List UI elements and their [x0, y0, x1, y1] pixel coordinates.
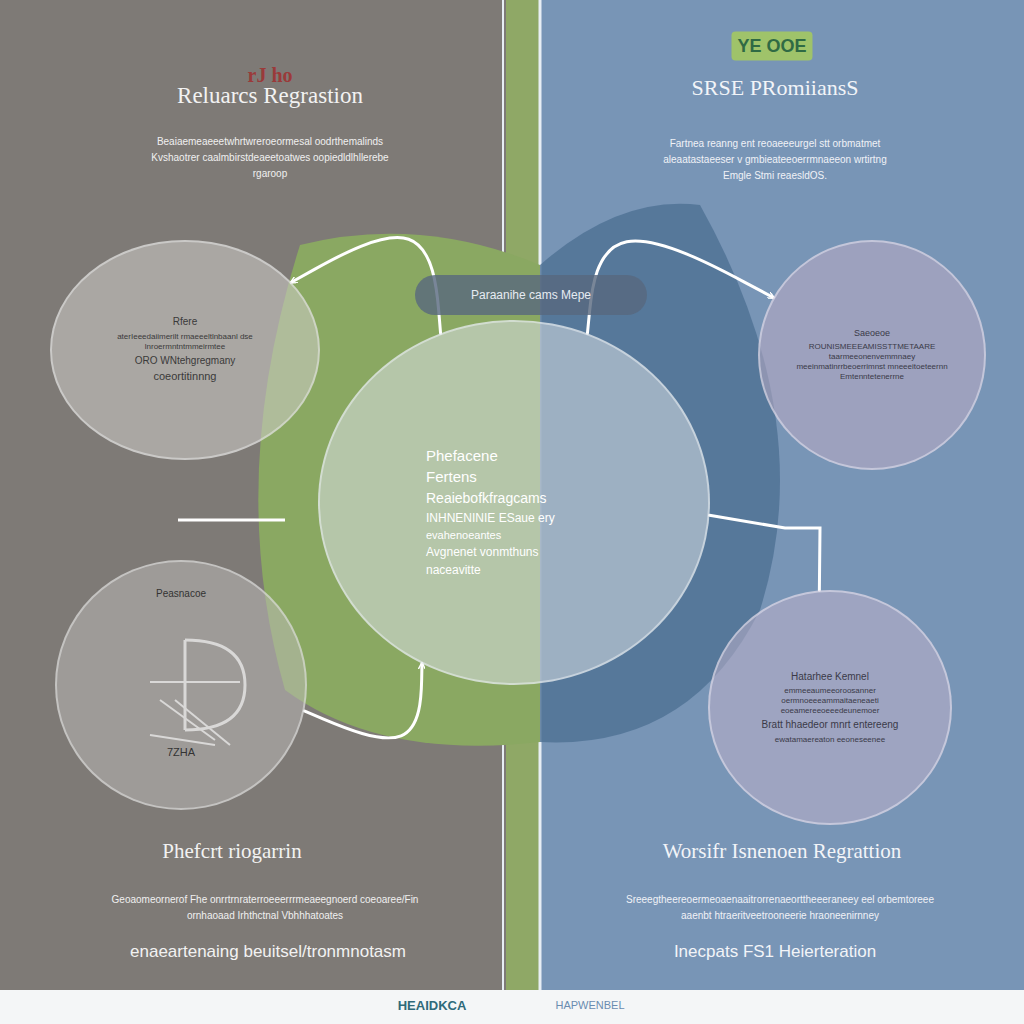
central-circle: PhefaceneFertensReaiebofkfragcamsINHNENI… [318, 320, 710, 685]
node-text: Reaiebofkfragcams [426, 490, 648, 508]
node-text: Bratt hhaedeor mnrt entereeng [748, 719, 912, 732]
node-text: ORO WNtehgregmany [92, 355, 278, 368]
info-circle: Rfere aterIeeedaiimerilt rmaeeeltlnbaanl … [50, 240, 320, 460]
node-text: Avgnenet vonmthuns [426, 545, 648, 560]
tagline: Inecpats FS1 Heierteration [674, 938, 876, 965]
node-text: ROUNISMEEEAMISSTTMETAARE taarmeeonenvemm… [794, 342, 950, 382]
text-stack: Rfere aterIeeedaiimerilt rmaeeeltlnbaanl … [92, 272, 278, 428]
node-text: Fertens [426, 468, 648, 487]
info-circle: Hatarhee Kemnel emmeeaumeeoroosanner oerm… [708, 590, 952, 825]
node-text: aterIeeedaiimerilt rmaeeeltlnbaanl dse l… [92, 332, 278, 352]
node-text: evahenoeantes [426, 529, 648, 543]
label-pill: Paraanihe cams Mepe [415, 275, 647, 315]
connector-line [710, 515, 820, 590]
logo-mark: YE OOE [731, 32, 812, 61]
body-text: Beaiaemeaeeetwhrtwreroeormesal oodrthema… [140, 134, 400, 182]
text-stack: PhefaceneFertensReaiebofkfragcamsINHNENI… [426, 382, 648, 643]
node-text: 7ZHA [97, 746, 265, 760]
node-heading: Peasnacoe [97, 588, 265, 601]
body-text: Fartnea reanng ent reoaeeeurgel stt orbm… [655, 136, 895, 184]
node-heading: Saeoeoe [794, 328, 950, 339]
text-stack: SaeoeoeROUNISMEEEAMISSTTMETAARE taarmeeo… [794, 272, 950, 438]
footer-mark: HEAIDKCA [398, 996, 467, 1017]
section-heading: SRSE PRomiiansS [692, 70, 859, 105]
info-circle: SaeoeoeROUNISMEEEAMISSTTMETAARE taarmeeo… [758, 240, 986, 470]
node-text: coeortitinnng [92, 370, 278, 384]
node-heading: Rfere [92, 316, 278, 329]
node-text: INHNENINIE ESaue ery [426, 511, 648, 526]
node-heading: Phefacene [426, 447, 648, 466]
footer-mark: HAPWENBEL [555, 997, 624, 1015]
node-text: ewatamaereaton eeoneseenee [748, 735, 912, 745]
node-heading: Hatarhee Kemnel [748, 671, 912, 684]
icon-circle: Peasnacoe 7ZHA [55, 560, 307, 810]
text-stack: Peasnacoe 7ZHA [97, 588, 265, 760]
node-text: emmeeaumeeoroosanner oermnoeeeammaitaene… [748, 686, 912, 716]
text-stack: Paraanihe cams Mepe [429, 279, 633, 311]
node-heading: Paraanihe cams Mepe [429, 288, 633, 303]
tagline: enaeartenaing beuitsel/tronmnotasm [130, 938, 406, 965]
body-text: Geoaomeornerof Fhe onrrtrnraterroeeerrrm… [100, 892, 430, 924]
body-text: Sreeegtheereoermeoaenaaitrorrenaeortthee… [615, 892, 945, 924]
divider-line [178, 519, 285, 522]
section-heading: Reluarcs Regrastion [177, 78, 363, 115]
section-heading: Worsifr Isnenoen Regrattion [663, 835, 902, 869]
text-stack: Hatarhee Kemnel emmeeaumeeoroosanner oerm… [748, 622, 912, 793]
footer-band [0, 990, 1024, 1024]
section-heading: Phefcrt riogarrin [162, 835, 301, 869]
curved-arrow [304, 664, 422, 738]
node-text: naceavitte [426, 563, 648, 578]
